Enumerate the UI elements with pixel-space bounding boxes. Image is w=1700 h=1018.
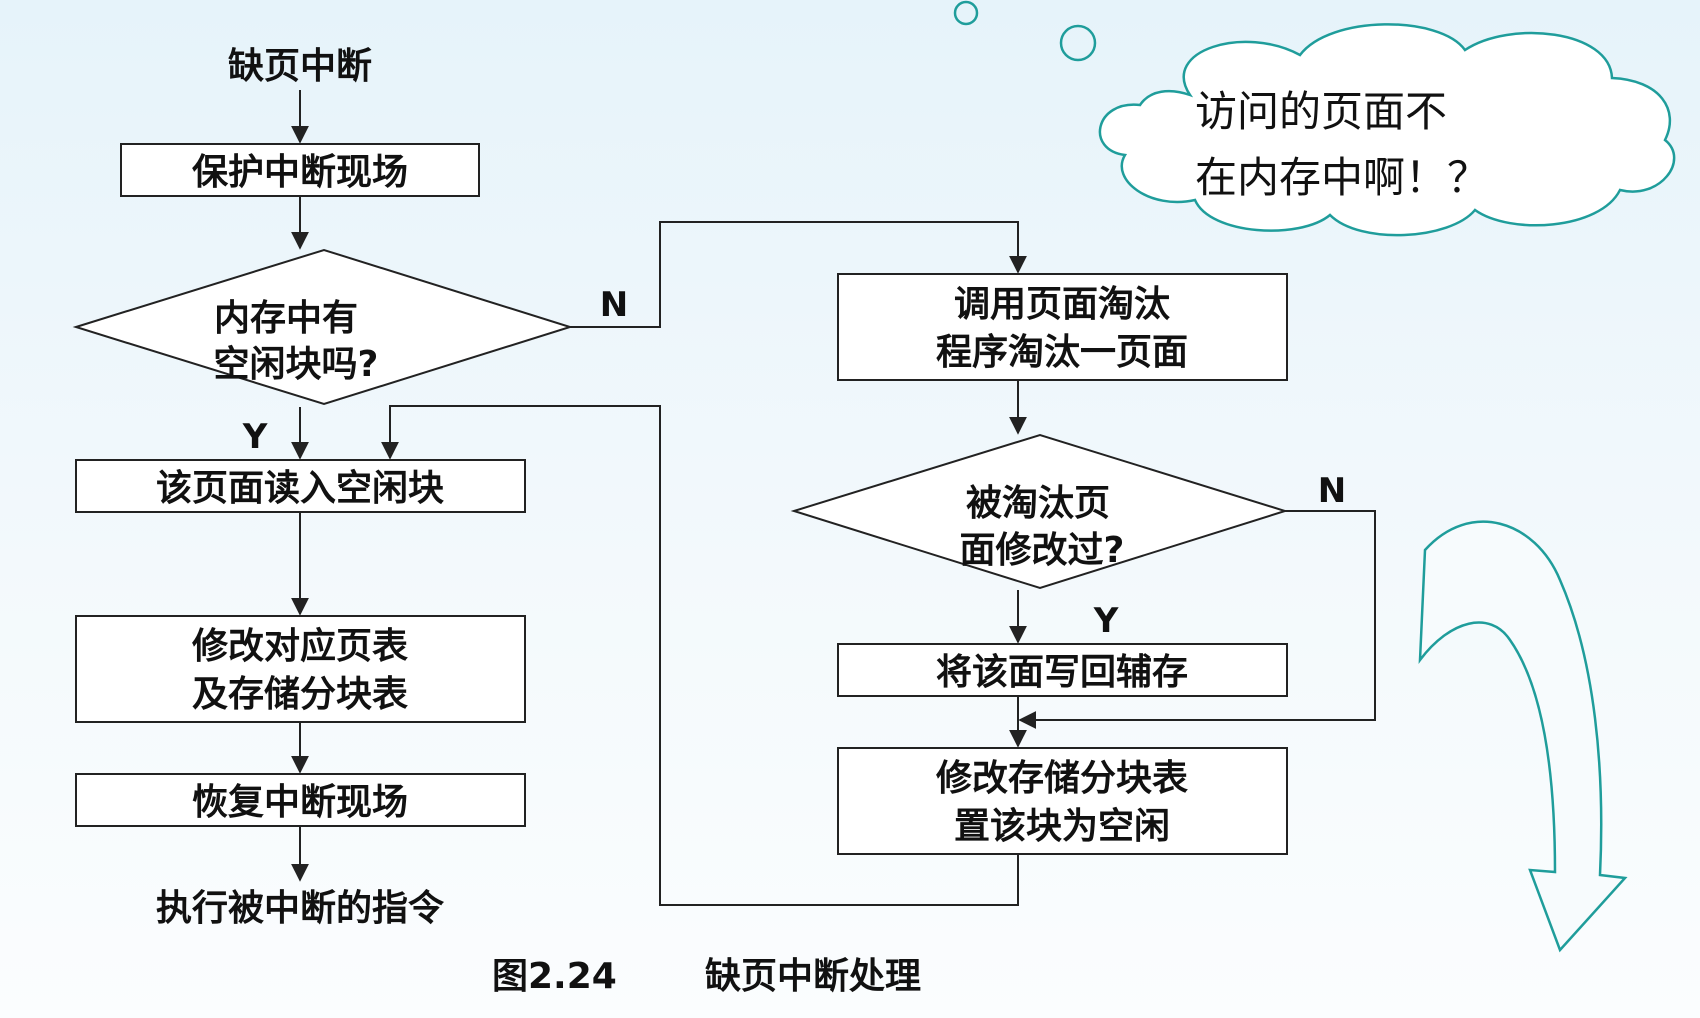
update-block-line-1: 修改存储分块表 xyxy=(936,758,1188,799)
modified-line-1: 被淘汰页 xyxy=(966,483,1110,524)
start-label: 缺页中断 xyxy=(228,46,372,87)
connectors xyxy=(291,90,1376,906)
update-block-line-2: 置该块为空闲 xyxy=(954,806,1170,847)
protect-node: 保护中断现场 xyxy=(120,143,480,197)
modified-line-2: 面修改过? xyxy=(960,530,1125,571)
svg-text:保护中断现场: 保护中断现场 xyxy=(192,152,408,193)
update-tables-line-2: 及存储分块表 xyxy=(192,674,408,715)
curved-arrow-icon xyxy=(1418,520,1628,953)
no-label-right: N xyxy=(1318,471,1346,511)
call-replace-node: 调用页面淘汰 程序淘汰一页面 xyxy=(837,273,1288,381)
has-free-line-2: 空闲块吗? xyxy=(214,344,379,385)
bubble-line-2: 在内存中啊！？ xyxy=(1195,153,1489,202)
svg-text:该页面读入空闲块: 该页面读入空闲块 xyxy=(156,468,444,509)
bubble-dot-large xyxy=(1059,24,1097,62)
cloud-shape xyxy=(1098,23,1676,237)
modified-decision: 被淘汰页 面修改过? xyxy=(790,433,1289,590)
update-tables-line-1: 修改对应页表 xyxy=(192,626,408,667)
svg-text:恢复中断现场: 恢复中断现场 xyxy=(192,782,408,823)
yes-label-right: Y xyxy=(1093,601,1119,641)
yes-label-left: Y xyxy=(242,417,268,457)
read-in-node: 该页面读入空闲块 xyxy=(75,459,526,513)
bubble-dot-small xyxy=(953,0,979,26)
figure-number: 图2.24 xyxy=(492,956,617,997)
write-back-node: 将该面写回辅存 xyxy=(837,643,1288,697)
call-replace-line-1: 调用页面淘汰 xyxy=(954,284,1170,325)
thought-bubble: 访问的页面不 在内存中啊！？ xyxy=(953,0,1676,237)
call-replace-line-2: 程序淘汰一页面 xyxy=(936,332,1188,373)
restore-node: 恢复中断现场 xyxy=(75,773,526,827)
has-free-line-1: 内存中有 xyxy=(214,298,358,339)
update-block-node: 修改存储分块表 置该块为空闲 xyxy=(837,747,1288,855)
bubble-line-1: 访问的页面不 xyxy=(1195,87,1447,136)
no-label-top: N xyxy=(600,285,628,325)
figure-title: 缺页中断处理 xyxy=(705,956,921,997)
has-free-decision: 内存中有 空闲块吗? xyxy=(72,248,574,406)
execute-label: 执行被中断的指令 xyxy=(156,888,445,929)
update-tables-node: 修改对应页表 及存储分块表 xyxy=(75,615,526,723)
svg-text:将该面写回辅存: 将该面写回辅存 xyxy=(936,652,1188,693)
